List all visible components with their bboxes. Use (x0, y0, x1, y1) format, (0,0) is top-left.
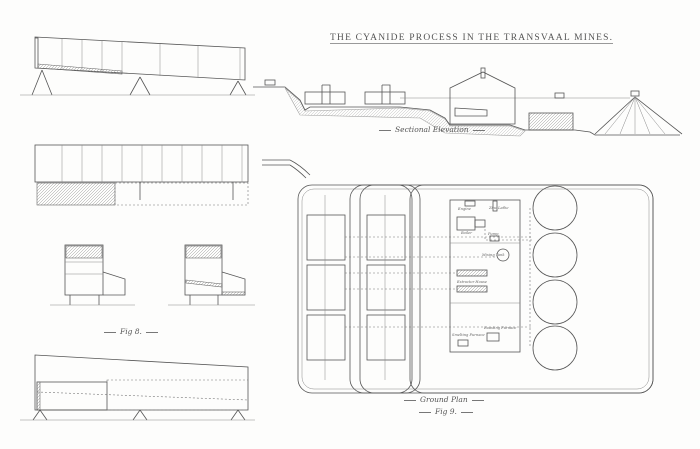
fig8-end-view-right (168, 244, 255, 306)
label-engine: Engine (458, 207, 471, 211)
label-mixing-tank: Mixing Tank (482, 253, 505, 257)
ground-plan (297, 184, 654, 394)
vat-front-elevation (34, 144, 249, 206)
vat-longitudinal-section (20, 354, 255, 421)
caption-fig9: Fig 9. (415, 407, 477, 416)
label-boiler: Boiler (461, 231, 472, 235)
chute-symbol (262, 159, 311, 179)
caption-ground-plan: Ground Plan (400, 395, 488, 404)
label-smelting-furnace: Smelting Furnace (452, 333, 485, 337)
label-zinc-lathe: Zinc Lathe (489, 206, 509, 210)
fig8-end-view-left (50, 244, 135, 306)
label-roasting-furnace: Roasting Furnace (484, 326, 517, 330)
sectional-elevation (253, 67, 683, 137)
label-pump: Pump (488, 232, 499, 236)
vat-side-elevation (20, 36, 255, 96)
label-extractor-house: Extractor House (457, 280, 488, 284)
caption-fig8: Fig 8. (100, 327, 162, 336)
caption-sectional-elevation: Sectional Elevation (375, 125, 489, 134)
drawing-title: THE CYANIDE PROCESS IN THE TRANSVAAL MIN… (330, 33, 614, 44)
